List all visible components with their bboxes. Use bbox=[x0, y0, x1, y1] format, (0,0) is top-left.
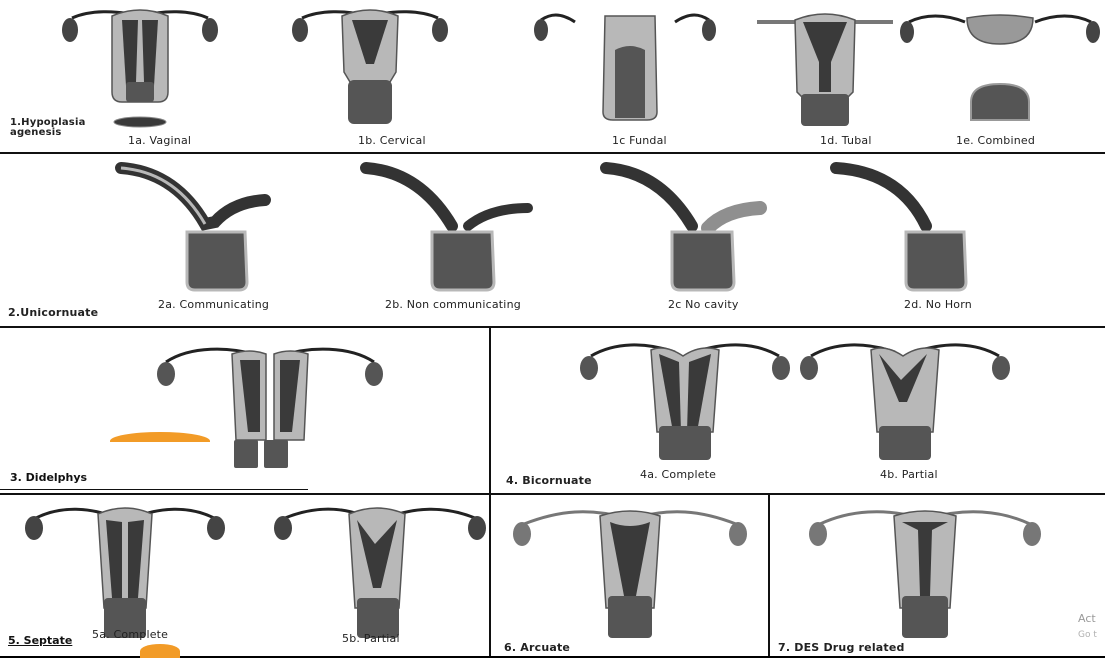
uterus-2c bbox=[600, 162, 780, 302]
uterus-5a bbox=[0, 498, 250, 648]
label-septate: 5. Septate bbox=[8, 634, 72, 647]
uterus-7 bbox=[790, 500, 1060, 650]
uterus-1d bbox=[755, 2, 895, 152]
divider-didelphys bbox=[0, 489, 308, 490]
label-2d: 2d. No Horn bbox=[904, 298, 972, 311]
label-1e: 1e. Combined bbox=[956, 134, 1035, 147]
label-2b: 2b. Non communicating bbox=[385, 298, 521, 311]
divider-row1 bbox=[0, 152, 1105, 154]
uterus-1c bbox=[535, 2, 715, 152]
label-des: 7. DES Drug related bbox=[778, 641, 905, 654]
label-4a: 4a. Complete bbox=[640, 468, 716, 481]
uterus-2b bbox=[360, 162, 540, 302]
row1-group-label: 1.Hypoplasia agenesis bbox=[10, 118, 86, 138]
divider-row2 bbox=[0, 326, 1105, 328]
uterus-6 bbox=[500, 500, 760, 650]
didelphys-cervices bbox=[232, 440, 292, 470]
label-1c: 1c Fundal bbox=[612, 134, 667, 147]
label-1b: 1b. Cervical bbox=[358, 134, 426, 147]
label-bicornuate: 4. Bicornuate bbox=[506, 474, 592, 487]
uterus-2a bbox=[115, 162, 275, 302]
uterus-1e bbox=[895, 2, 1105, 152]
watermark-line1: Act bbox=[1078, 612, 1096, 625]
watermark-line2: Go t bbox=[1078, 630, 1097, 640]
divider-col-right bbox=[768, 495, 770, 656]
divider-row3 bbox=[0, 493, 1105, 495]
uterus-1b bbox=[290, 2, 450, 152]
uterus-2d bbox=[830, 162, 990, 302]
label-arcuate: 6. Arcuate bbox=[504, 641, 570, 654]
label-2a: 2a. Communicating bbox=[158, 298, 269, 311]
label-1d: 1d. Tubal bbox=[820, 134, 872, 147]
label-5a: 5a. Complete bbox=[92, 628, 168, 641]
row2-group-label: 2.Unicornuate bbox=[8, 306, 98, 319]
uterus-4b bbox=[795, 336, 1015, 466]
label-didelphys: 3. Didelphys bbox=[10, 471, 87, 484]
occluder-white bbox=[110, 442, 236, 472]
uterus-4a bbox=[575, 336, 795, 466]
label-1a: 1a. Vaginal bbox=[128, 134, 191, 147]
label-4b: 4b. Partial bbox=[880, 468, 938, 481]
row1-group-label-line2: agenesis bbox=[10, 128, 86, 138]
label-2c: 2c No cavity bbox=[668, 298, 739, 311]
label-5b: 5b. Partial bbox=[342, 632, 400, 645]
uterus-5b bbox=[265, 498, 490, 648]
